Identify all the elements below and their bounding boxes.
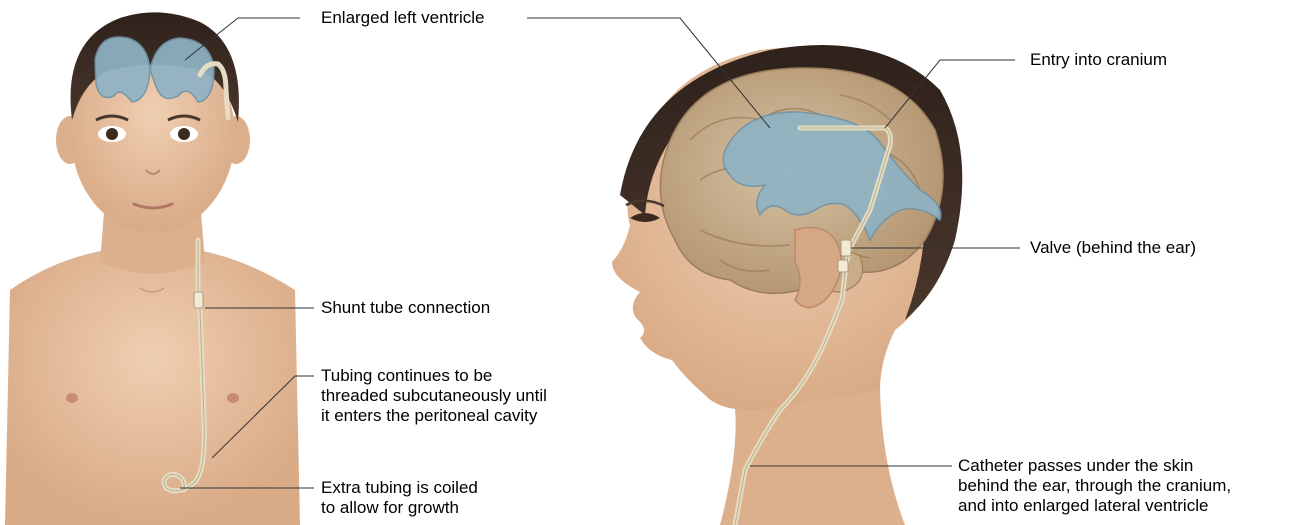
label-shunt-tube-connection: Shunt tube connection <box>321 298 490 318</box>
label-extra-tubing-line-2: to allow for growth <box>321 498 478 518</box>
label-catheter-line-3: and into enlarged lateral ventricle <box>958 496 1231 516</box>
side-valve <box>841 240 851 256</box>
front-nipple-left <box>66 393 78 403</box>
label-catheter-line-1: Catheter passes under the skin <box>958 456 1231 476</box>
front-nipple-right <box>227 393 239 403</box>
label-entry-into-cranium: Entry into cranium <box>1030 50 1167 70</box>
side-valve-lower <box>838 260 848 272</box>
label-extra-tubing-line-1: Extra tubing is coiled <box>321 478 478 498</box>
label-tubing-continues-line-3: it enters the peritoneal cavity <box>321 406 547 426</box>
label-valve-text: Valve (behind the ear) <box>1030 238 1196 258</box>
front-torso <box>5 248 300 525</box>
label-tubing-continues-line-1: Tubing continues to be <box>321 366 547 386</box>
label-tubing-continues-line-2: threaded subcutaneously until <box>321 386 547 406</box>
label-enlarged-left-ventricle-text: Enlarged left ventricle <box>321 8 484 28</box>
label-entry-into-cranium-text: Entry into cranium <box>1030 50 1167 70</box>
label-tubing-continues: Tubing continues to be threaded subcutan… <box>321 366 547 426</box>
side-view-child <box>612 45 962 525</box>
label-shunt-tube-connection-text: Shunt tube connection <box>321 298 490 318</box>
label-catheter-line-2: behind the ear, through the cranium, <box>958 476 1231 496</box>
front-view-child <box>5 12 300 525</box>
label-enlarged-left-ventricle: Enlarged left ventricle <box>321 8 484 28</box>
front-shunt-connector <box>194 292 203 308</box>
label-catheter: Catheter passes under the skin behind th… <box>958 456 1231 516</box>
label-valve: Valve (behind the ear) <box>1030 238 1196 258</box>
label-extra-tubing: Extra tubing is coiled to allow for grow… <box>321 478 478 518</box>
